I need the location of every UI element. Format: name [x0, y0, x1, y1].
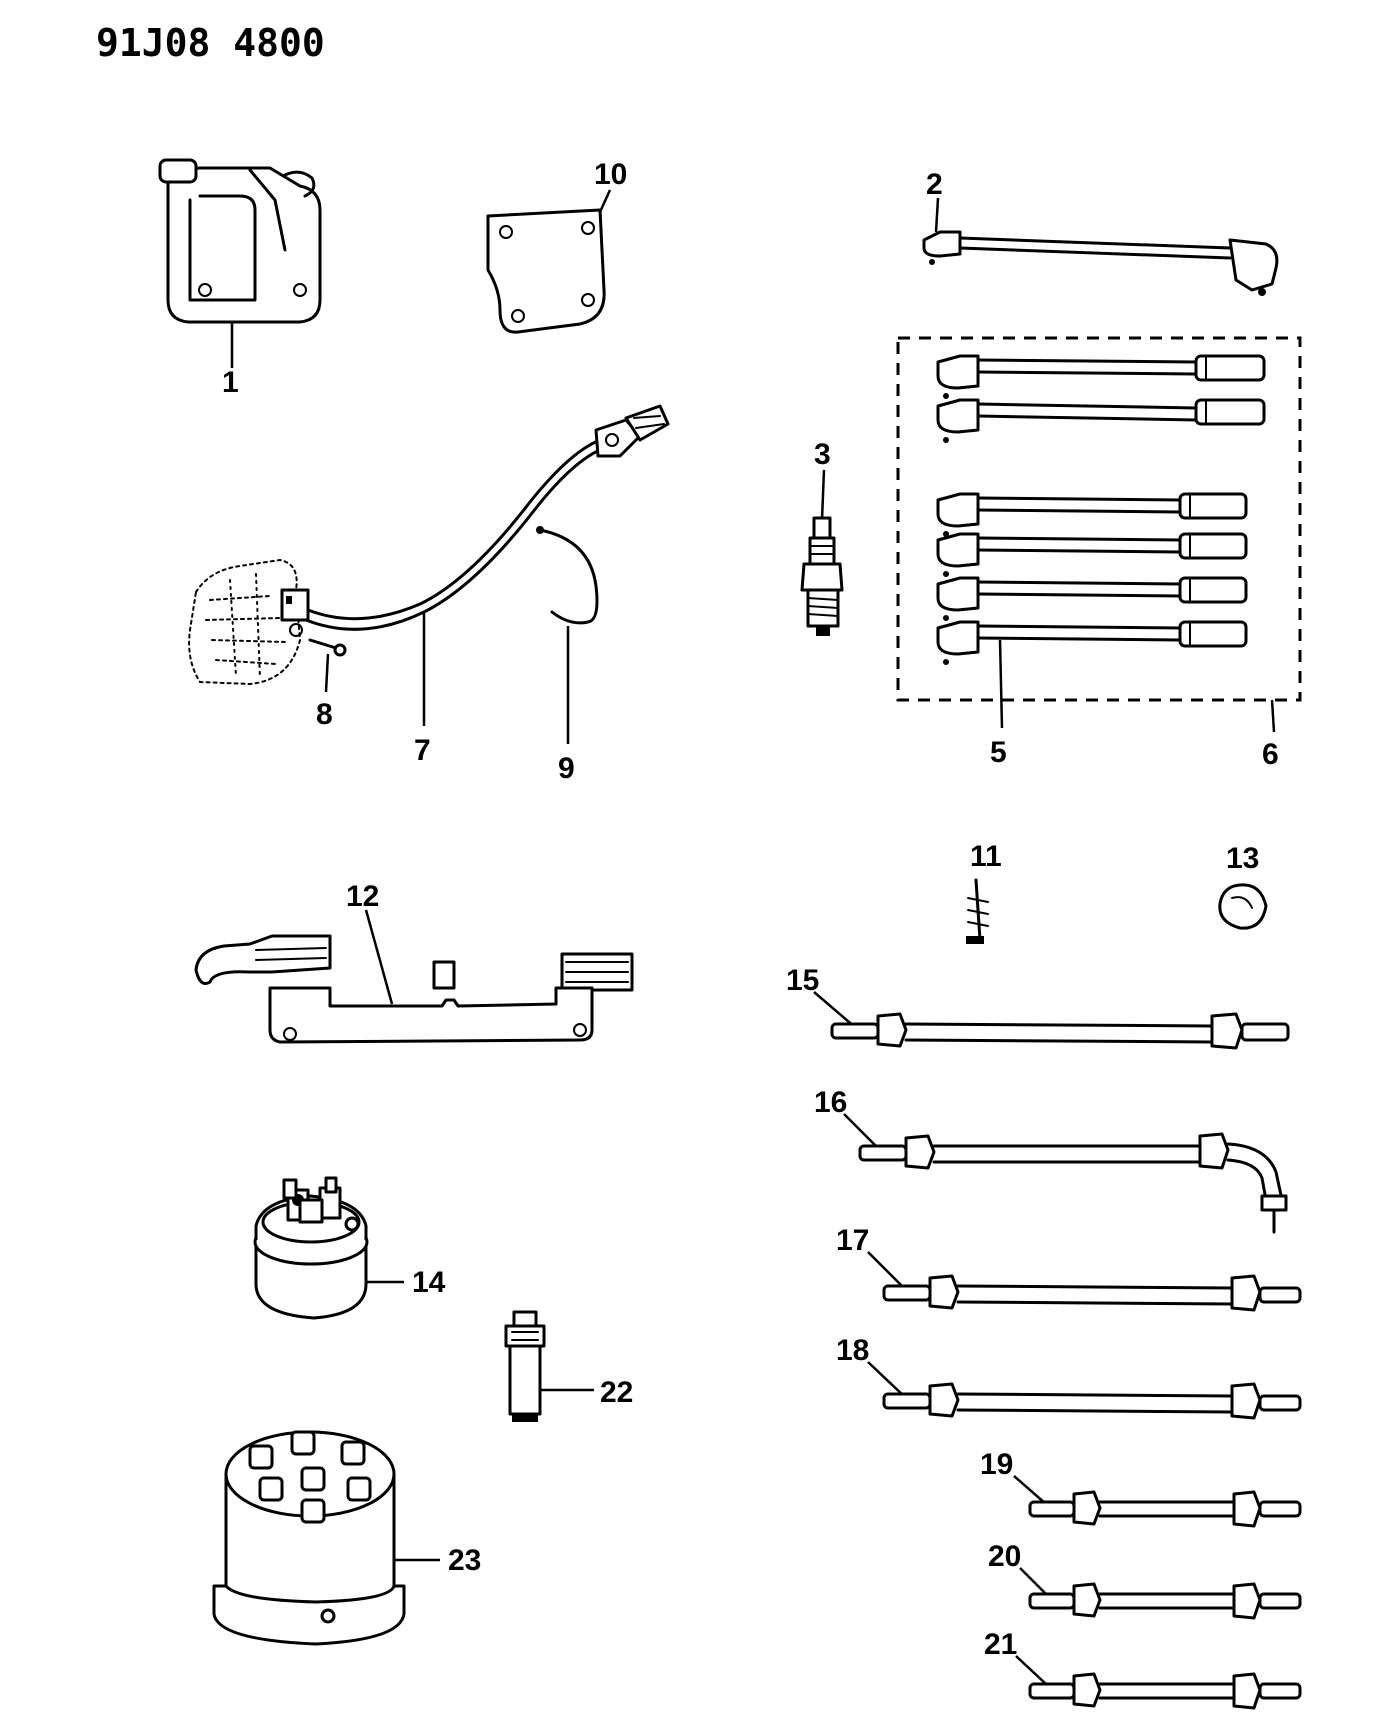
part-1-ignition-coil: 1 — [158, 158, 322, 399]
part-16-cable: 16 — [814, 1086, 1288, 1234]
callout-7: 7 — [414, 734, 431, 767]
callout-21: 21 — [984, 1628, 1017, 1661]
part-14-solenoid: 14 — [253, 1176, 446, 1320]
part-6-wire-set: 5 6 — [896, 336, 1302, 771]
callout-8: 8 — [316, 698, 333, 731]
callout-5: 5 — [990, 736, 1007, 769]
part-5-plug-wire — [936, 354, 1266, 729]
callout-16: 16 — [814, 1086, 847, 1119]
callout-15: 15 — [786, 964, 819, 997]
engine-housing-sketch — [188, 559, 301, 685]
part-9-ground-wire: 9 — [536, 526, 599, 785]
callout-13: 13 — [1226, 842, 1259, 875]
callout-18: 18 — [836, 1334, 869, 1367]
part-2-coil-wire: 2 — [922, 168, 1279, 296]
callout-12: 12 — [346, 880, 379, 913]
part-22-sensor: 22 — [504, 1310, 633, 1422]
part-23-distributor-cap: 23 — [212, 1430, 481, 1646]
part-19-cable: 19 — [980, 1448, 1302, 1528]
part-17-cable: 17 — [836, 1224, 1302, 1312]
callout-22: 22 — [600, 1376, 633, 1409]
part-15-cable: 15 — [786, 964, 1290, 1050]
callout-1: 1 — [222, 366, 239, 399]
part-7-sensor-harness: 7 — [188, 404, 670, 767]
part-11-screw: 11 — [966, 840, 1002, 944]
callout-11: 11 — [970, 840, 1002, 873]
callout-2: 2 — [926, 168, 943, 201]
callout-23: 23 — [448, 1544, 481, 1577]
callout-9: 9 — [558, 752, 575, 785]
part-12-bracket: 12 — [194, 880, 634, 1044]
callout-14: 14 — [412, 1266, 446, 1299]
callout-3: 3 — [814, 438, 831, 471]
callout-6: 6 — [1262, 738, 1279, 771]
callout-17: 17 — [836, 1224, 869, 1257]
part-8-screw: 8 — [308, 638, 347, 731]
part-20-cable: 20 — [988, 1540, 1302, 1620]
diagram-code: 91J08 4800 — [96, 21, 325, 65]
part-21-cable: 21 — [984, 1628, 1302, 1710]
part-13-boot: 13 — [1218, 842, 1268, 930]
callout-10: 10 — [594, 158, 627, 191]
callout-19: 19 — [980, 1448, 1013, 1481]
part-18-cable: 18 — [836, 1334, 1302, 1420]
part-3-spark-plug: 3 — [800, 438, 844, 636]
callout-20: 20 — [988, 1540, 1021, 1573]
part-10-bracket: 10 — [486, 158, 627, 334]
